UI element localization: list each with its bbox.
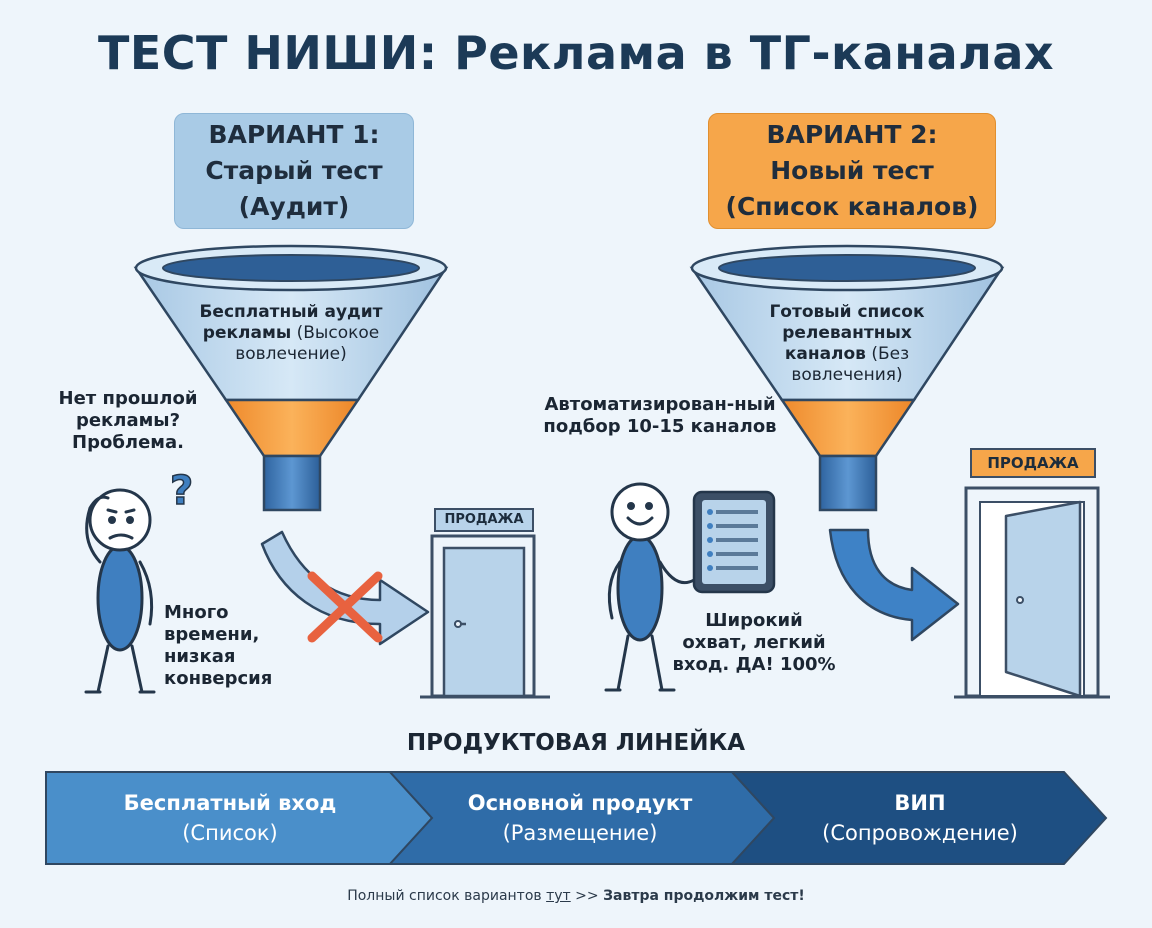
product-step-1: Бесплатный вход (Список) (60, 788, 400, 848)
variant-2-type: (Список каналов) (725, 192, 979, 221)
door-icon (954, 486, 1110, 699)
variant-2-label: ВАРИАНТ 2: (766, 120, 938, 149)
variant-2-box: ВАРИАНТ 2: Новый тест (Список каналов) (708, 113, 996, 229)
arrow-icon (260, 530, 430, 646)
footer-cta: Завтра продолжим тест! (603, 888, 805, 904)
question-mark-icon: ? (170, 468, 193, 514)
variant-1-funnel-text: Бесплатный аудит рекламы (Высокое вовлеч… (188, 302, 394, 365)
funnel-icon (133, 244, 449, 512)
variant-1-name: Старый тест (205, 156, 383, 185)
variant-2-funnel-text: Готовый список релевантных каналов (Без … (752, 302, 942, 386)
variant-2-name: Новый тест (770, 156, 934, 185)
stick-figure-icon (84, 488, 156, 694)
sale-sign: ПРОДАЖА (434, 508, 534, 532)
footer-prefix: Полный список вариантов (347, 888, 547, 904)
variant-1-label: ВАРИАНТ 1: (208, 120, 380, 149)
variant-1-funnel-plain: (Высокое вовлечение) (235, 323, 380, 364)
variant-1-box: ВАРИАНТ 1: Старый тест (Аудит) (174, 113, 414, 229)
product-step-1-sub: (Список) (182, 821, 278, 845)
product-line-title: ПРОДУКТОВАЯ ЛИНЕЙКА (406, 730, 746, 756)
stick-figure-icon (604, 482, 696, 692)
product-step-2-main: Основной продукт (467, 791, 693, 815)
product-line-chevrons (45, 771, 1108, 865)
product-step-1-main: Бесплатный вход (123, 791, 337, 815)
variant-1-type: (Аудит) (238, 192, 350, 221)
arrow-icon (828, 528, 960, 642)
variant-2-note-bottom: Широкий охват, легкий вход. ДА! 100% (672, 610, 836, 675)
sale-sign: ПРОДАЖА (970, 448, 1096, 478)
product-step-2: Основной продукт (Размещение) (420, 788, 740, 848)
variant-1-note-bottom: Много времени, низкая конверсия (164, 602, 273, 689)
cross-icon (307, 571, 383, 643)
door-icon (420, 534, 550, 699)
footer-separator: >> (570, 888, 604, 904)
product-step-2-sub: (Размещение) (502, 821, 658, 845)
page-title: ТЕСТ НИШИ: Реклама в ТГ-каналах (97, 26, 1055, 80)
variant-2-funnel-plain: (Без вовлечения) (791, 344, 910, 385)
footer-link[interactable]: тут (546, 888, 571, 904)
variant-2-note-top: Автоматизирован-ный подбор 10-15 каналов (543, 394, 777, 437)
product-step-3: ВИП (Сопровождение) (770, 788, 1070, 848)
product-step-3-sub: (Сопровождение) (822, 821, 1018, 845)
product-step-3-main: ВИП (894, 791, 946, 815)
variant-1-note-top: Нет прошлой рекламы? Проблема. (58, 388, 198, 453)
variant-2-funnel-bold: Готовый список релевантных каналов (769, 302, 925, 364)
tablet-icon (692, 490, 776, 594)
footer: Полный список вариантов тут >> Завтра пр… (0, 888, 1152, 904)
variant-1-funnel-bold: Бесплатный аудит рекламы (199, 302, 383, 343)
funnel-icon (689, 244, 1005, 512)
